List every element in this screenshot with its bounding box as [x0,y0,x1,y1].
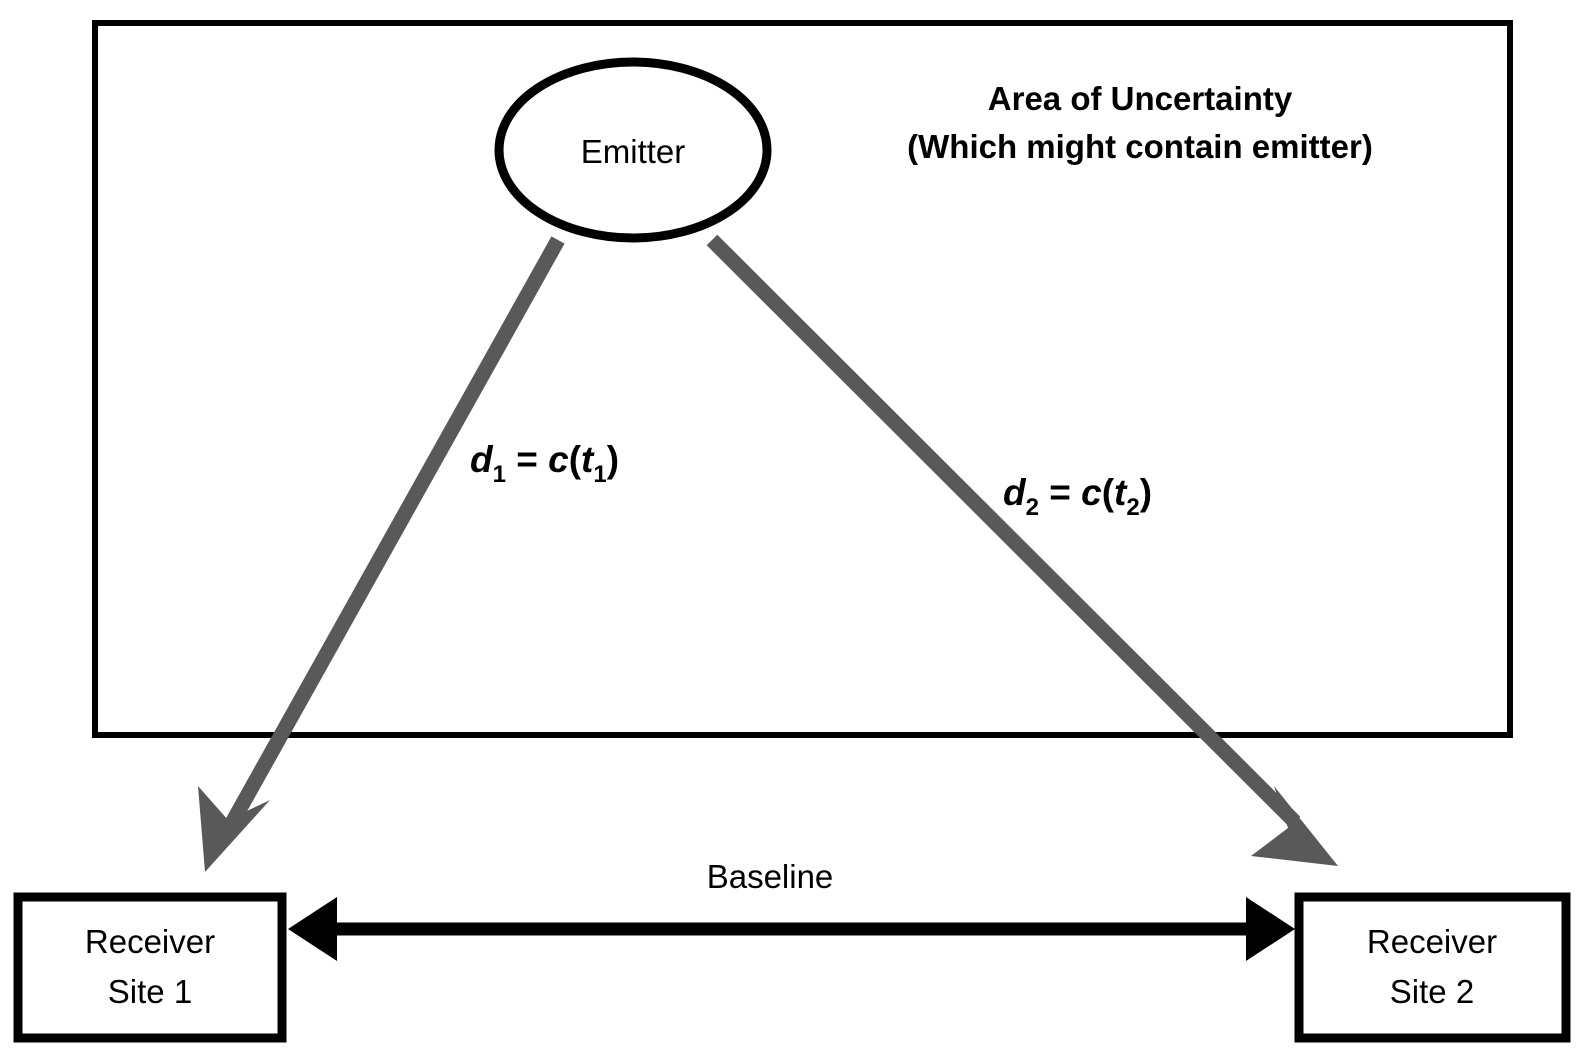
path-2-formula-arg-sub: 2 [1126,494,1139,521]
receiver-site-1-label-line2: Site 1 [108,973,192,1010]
path-2-formula-var: d [1003,472,1027,513]
baseline-label: Baseline [707,858,834,895]
path-2-formula-close: ) [1140,472,1152,513]
area-of-uncertainty-title-line1: Area of Uncertainty [988,80,1293,117]
path-1-formula-var-sub: 1 [493,461,506,488]
path-2-formula-arg: t [1114,472,1128,513]
receiver-site-2-box [1294,892,1571,1043]
path-1-formula-var: d [470,439,494,480]
area-of-uncertainty-box [92,20,1513,738]
signal-path-1 [198,236,565,872]
signal-path-2 [706,234,1338,866]
baseline-arrow [288,897,1295,961]
path-1-formula-open: ( [569,439,582,480]
path-2-formula-func: c [1081,472,1102,513]
path-1-formula-equals: = [506,439,548,480]
path-2-formula-var-sub: 2 [1026,494,1039,521]
signal-path-2-shaft [706,234,1301,828]
baseline-arrowhead-left [288,897,337,961]
path-1-formula-func: c [548,439,569,480]
receiver-site-1-label-line1: Receiver [85,923,215,960]
signal-path-1-arrowhead [198,786,270,872]
emitter-ellipse [494,57,772,243]
area-of-uncertainty-title-line2: (Which might contain emitter) [907,128,1373,165]
emitter-label: Emitter [581,133,686,170]
signal-path-1-shaft [221,236,565,834]
path-2-formula-equals: = [1039,472,1081,513]
path-1-formula: d1 = c(t1) [470,439,619,488]
path-1-formula-arg-sub: 1 [593,461,606,488]
receiver-site-2-label-line1: Receiver [1367,923,1497,960]
path-1-formula-arg: t [581,439,595,480]
path-2-formula: d2 = c(t2) [1003,472,1152,521]
path-1-formula-close: ) [607,439,619,480]
receiver-site-1-box [13,892,287,1043]
baseline-arrowhead-right [1246,897,1295,961]
receiver-site-2-label-line2: Site 2 [1390,973,1474,1010]
path-2-formula-open: ( [1102,472,1115,513]
signal-path-2-arrowhead [1251,786,1338,866]
